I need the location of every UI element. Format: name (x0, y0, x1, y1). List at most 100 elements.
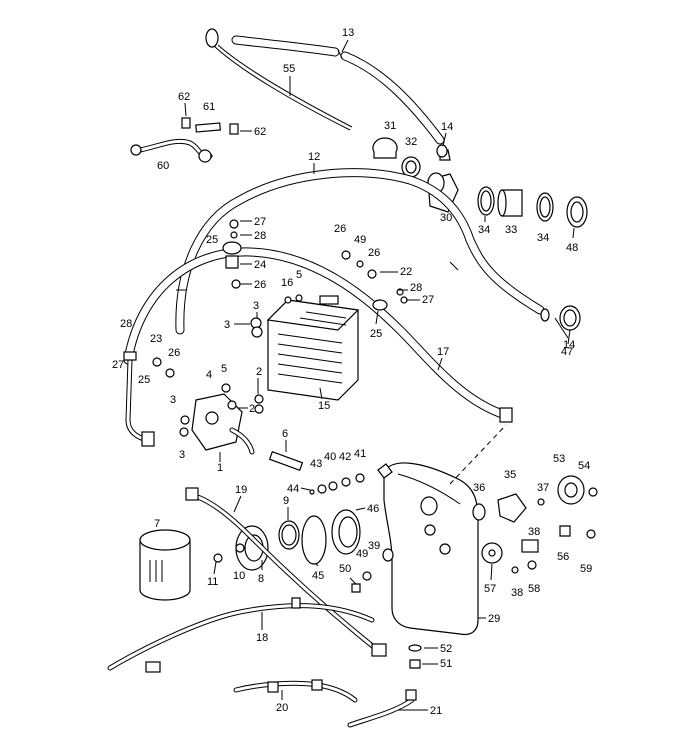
callout-label: 20 (276, 702, 288, 714)
callout-label: 52 (440, 643, 452, 655)
callout-label: 25 (370, 328, 382, 340)
callout-label: 45 (312, 570, 324, 582)
callout-label: 21 (430, 705, 442, 717)
callout-label: 27 (112, 359, 124, 371)
callout-label: 3 (179, 449, 185, 461)
callout-label: 14 (563, 339, 575, 351)
callout-label: 38 (511, 587, 523, 599)
callout-label: 41 (354, 448, 366, 460)
callout-label: 46 (367, 503, 379, 515)
callout-label: 54 (578, 460, 590, 472)
callout-label: 11 (207, 576, 218, 588)
callout-label: 58 (528, 583, 540, 595)
callout-label: 29 (488, 613, 500, 625)
callout-label: 3 (170, 394, 176, 406)
callout-label: 9 (283, 495, 289, 507)
callout-label: 3 (253, 300, 259, 312)
callout-label: 49 (356, 548, 368, 560)
callout-label: 59 (580, 563, 592, 575)
callout-label: 28 (410, 282, 422, 294)
sleeve-6-seals (268, 450, 365, 495)
callout-label: 33 (505, 224, 517, 236)
callout-label: 62 (178, 91, 190, 103)
callout-label: 31 (384, 120, 396, 132)
callout-label: 43 (310, 458, 322, 470)
clamp-25-bracket-24 (222, 219, 242, 289)
callout-label: 40 (324, 451, 336, 463)
callout-label: 1 (217, 462, 223, 474)
callout-label: 61 (203, 101, 215, 113)
callout-label: 49 (354, 234, 366, 246)
callout-label: 39 (368, 540, 380, 552)
breather-60-62 (130, 117, 239, 163)
dashed-leader-tank (449, 424, 507, 485)
callout-label: 34 (537, 232, 549, 244)
callout-label: 24 (254, 259, 266, 271)
fasteners-cooler (250, 250, 408, 414)
line-27-left (123, 351, 175, 447)
filter-mount-8-10 (213, 509, 394, 593)
callout-label: 34 (478, 224, 490, 236)
callout-label: 10 (233, 570, 245, 582)
callout-label: 5 (296, 269, 302, 281)
callout-label: 13 (342, 27, 354, 39)
callout-label: 19 (235, 484, 247, 496)
callout-label: 25 (138, 374, 150, 386)
callout-label: 16 (281, 277, 293, 289)
callout-label: 60 (157, 160, 169, 172)
callout-label: 5 (221, 363, 227, 375)
callout-label: 6 (282, 428, 288, 440)
drain-plug-51-52 (408, 644, 422, 669)
oil-filter-7 (139, 529, 191, 601)
callout-label: 3 (224, 319, 230, 331)
callout-label: 50 (339, 563, 351, 575)
callout-label: 37 (537, 482, 549, 494)
hose-12 (175, 168, 545, 335)
oil-cooler-15 (266, 295, 360, 401)
callout-label: 15 (318, 400, 330, 412)
dipstick-55 (205, 28, 353, 131)
callout-label: 28 (120, 318, 132, 330)
callout-label: 18 (256, 632, 268, 644)
callouts: 13 55 62 61 62 60 31 32 14 12 30 34 33 3… (112, 27, 592, 717)
callout-label: 27 (422, 294, 434, 306)
callout-label: 35 (504, 469, 516, 481)
callout-label: 17 (437, 346, 449, 358)
clamp-14-hose-end (436, 144, 581, 331)
callout-label: 27 (254, 216, 266, 228)
callout-label: 22 (400, 266, 412, 278)
callout-label: 26 (368, 247, 380, 259)
callout-label: 30 (440, 212, 452, 224)
callout-label: 26 (334, 223, 346, 235)
callout-label: 26 (254, 279, 266, 291)
line-21 (347, 689, 417, 728)
line-18 (107, 597, 375, 673)
callout-label: 4 (206, 369, 212, 381)
right-side-parts (472, 475, 598, 574)
hose-17 (123, 247, 513, 423)
callout-label: 42 (339, 451, 351, 463)
callout-label: 7 (154, 518, 160, 530)
callout-label: 8 (258, 573, 264, 585)
callout-label: 48 (566, 242, 578, 254)
callout-label: 56 (557, 551, 569, 563)
callout-label: 47 (561, 346, 573, 358)
callout-label: 2 (256, 366, 262, 378)
pump-1 (179, 383, 255, 462)
callout-label: 25 (206, 234, 218, 246)
line-20 (233, 679, 358, 703)
callout-label: 28 (254, 230, 266, 242)
hose-13 (231, 35, 445, 145)
callout-label: 62 (254, 126, 266, 138)
callout-label: 14 (441, 121, 453, 133)
line-19 (185, 487, 387, 657)
callout-label: 23 (150, 333, 162, 345)
callout-label: 32 (405, 136, 417, 148)
callout-label: 57 (484, 583, 496, 595)
callout-label: 55 (283, 63, 295, 75)
callout-label: 44 (287, 483, 299, 495)
callout-label: 38 (528, 526, 540, 538)
callout-label: 51 (440, 658, 452, 670)
callout-label: 12 (308, 151, 320, 163)
